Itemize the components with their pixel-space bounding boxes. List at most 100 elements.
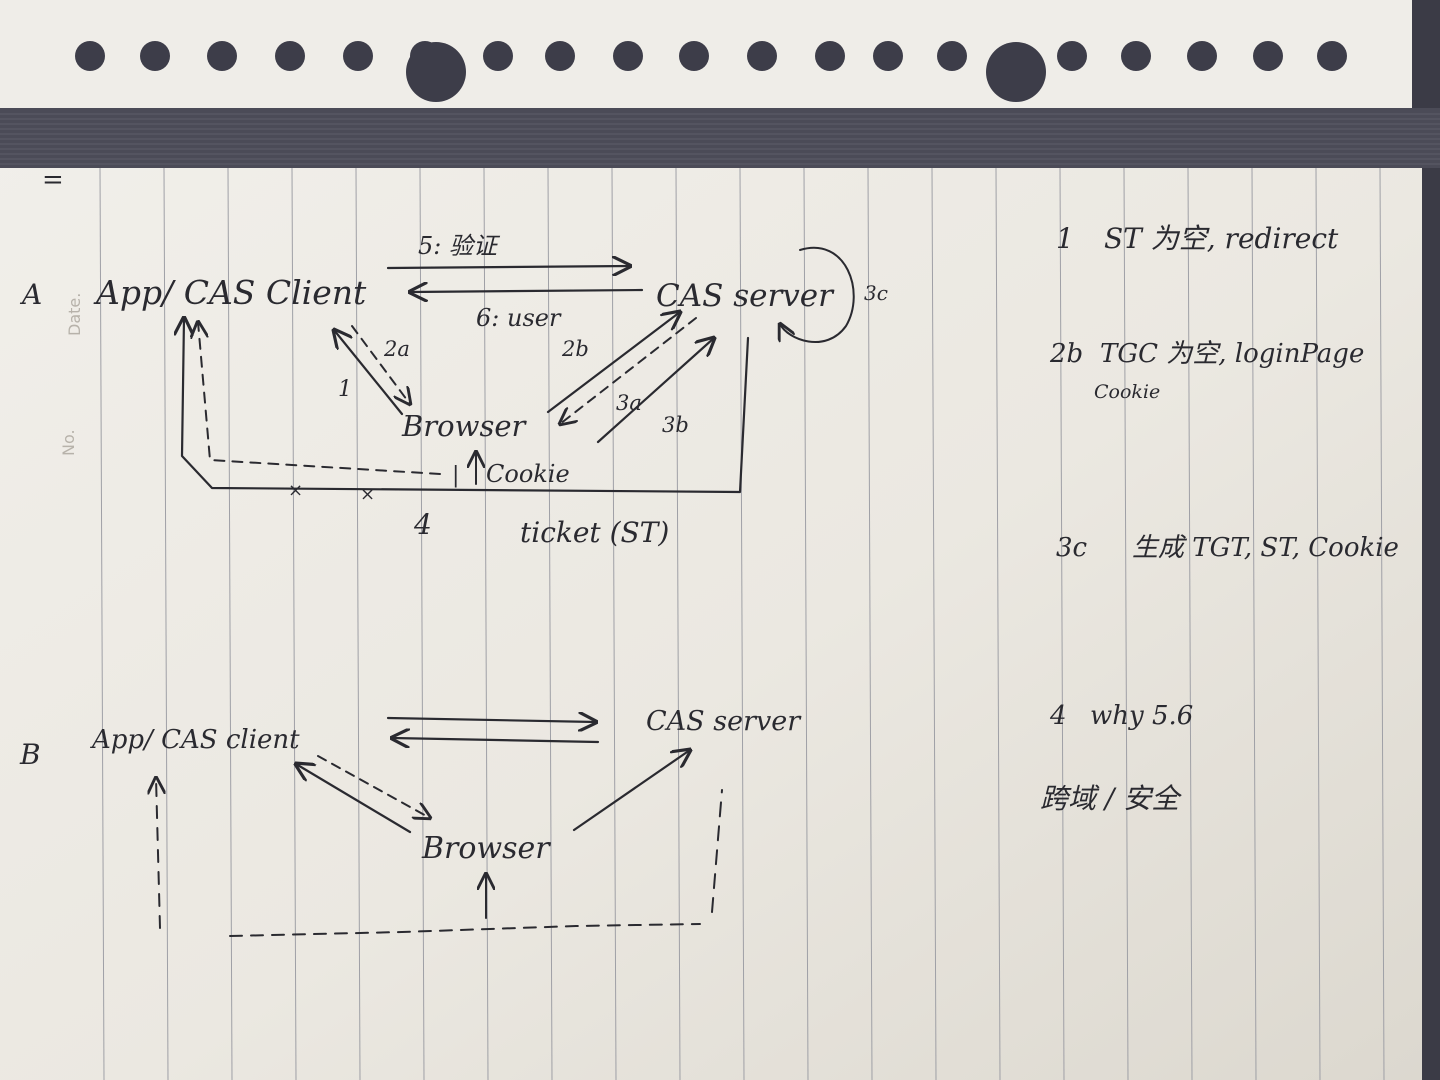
- a-edge-3a-arrow: [560, 317, 697, 424]
- diagram-a: A App/ CAS Client CAS server Browser 5: …: [19, 232, 888, 549]
- note-2-sub: Cookie: [1094, 381, 1160, 403]
- a-cookie-tick: |: [452, 463, 459, 488]
- a-edge-5-label: 5: 验证: [418, 232, 501, 260]
- ruled-line: [867, 167, 873, 1080]
- ruled-line: [227, 167, 233, 1080]
- a-edge-3b-arrow: [596, 338, 714, 444]
- note-2-key: 2b: [1049, 339, 1083, 369]
- punch-hole: [1057, 41, 1087, 71]
- punch-hole: [1121, 41, 1151, 71]
- punch-hole: [406, 42, 466, 102]
- a-edge-3c-loop: [780, 246, 855, 343]
- punch-hole: [275, 41, 305, 71]
- b-bottom-dashed-route: [229, 923, 701, 937]
- b-server-node: CAS server: [646, 706, 802, 737]
- punch-hole: [1253, 41, 1283, 71]
- b-browser-node: Browser: [421, 831, 551, 866]
- ruled-line: [739, 167, 745, 1080]
- b-left-dashed-up-arrow: [156, 778, 160, 929]
- notebook-page: [0, 116, 1422, 1080]
- section-b-label: B: [19, 738, 41, 771]
- a-cookie-label: Cookie: [486, 460, 570, 488]
- ruled-line: [1187, 167, 1193, 1080]
- punch-hole: [75, 41, 105, 71]
- b-browser-to-server-arrow: [572, 750, 690, 832]
- header-marks: =: [42, 165, 64, 195]
- a-edge-5-arrow: [386, 266, 630, 268]
- ruled-line: [1315, 167, 1321, 1080]
- a-edge-2b-arrow: [546, 312, 680, 414]
- a-ticket-label: ticket (ST): [520, 516, 669, 549]
- no-margin-label: No.: [59, 429, 78, 456]
- ruled-line: [931, 167, 937, 1080]
- punch-hole: [343, 41, 373, 71]
- ruled-line: [1059, 167, 1065, 1080]
- notes-footer: 跨域 / 安全: [1040, 782, 1182, 815]
- b-client-node: App/ CAS client: [90, 725, 300, 755]
- punch-hole: [1317, 41, 1347, 71]
- punch-hole: [1187, 41, 1217, 71]
- a-dashed-return-route: [198, 322, 441, 475]
- a-edge-4-ticket-route: [182, 318, 750, 494]
- section-a-label: A: [19, 278, 42, 311]
- a-client-node: App/ CAS Client: [93, 273, 367, 312]
- ruled-line: [803, 167, 809, 1080]
- a-edge-6-arrow: [410, 290, 644, 292]
- b-browser-to-client-arrow: [296, 764, 412, 834]
- punch-hole: [483, 41, 513, 71]
- a-browser-node: Browser: [401, 409, 528, 443]
- notes-column: 1 ST 为空, redirect 2b TGC 为空, loginPage C…: [1040, 222, 1399, 815]
- ruled-line: [483, 167, 489, 1080]
- a-route-cross-1: ×: [288, 480, 303, 501]
- punch-hole: [545, 41, 575, 71]
- punch-hole: [207, 41, 237, 71]
- ruled-line: [99, 167, 105, 1080]
- ruled-line: [355, 167, 361, 1080]
- a-edge-1-label: 1: [338, 377, 352, 402]
- date-margin-label: Date.: [65, 293, 84, 336]
- b-right-dashed-line: [711, 789, 723, 913]
- punch-hole: [815, 41, 845, 71]
- ruled-lines: [99, 167, 1385, 1080]
- punch-hole: [873, 41, 903, 71]
- punch-hole: [986, 42, 1046, 102]
- note-1-key: 1: [1056, 222, 1074, 255]
- a-edge-3a-label: 3a: [616, 391, 642, 415]
- a-edge-2a-label: 2a: [383, 337, 410, 361]
- ruled-line: [1123, 167, 1129, 1080]
- ruled-line: [1251, 167, 1257, 1080]
- diagram-b: B App/ CAS client CAS server Browser: [19, 706, 802, 937]
- note-4-key: 4: [1049, 701, 1067, 731]
- punched-strip: [0, 0, 1412, 108]
- punch-hole: [937, 41, 967, 71]
- note-4-text: why 5.6: [1090, 701, 1193, 731]
- ruled-line: [547, 167, 553, 1080]
- note-1-text: ST 为空, redirect: [1104, 222, 1339, 255]
- a-server-node: CAS server: [656, 278, 835, 314]
- b-server-to-client-arrow: [392, 738, 600, 742]
- elastic-band: [0, 108, 1440, 168]
- note-3-key: 3c: [1056, 533, 1088, 563]
- a-edge-3b-label: 3b: [662, 413, 689, 437]
- ruled-line: [419, 167, 425, 1080]
- b-client-to-server-arrow: [386, 718, 596, 722]
- a-edge-3c-label: 3c: [864, 281, 888, 305]
- a-edge-2b-label: 2b: [561, 337, 589, 361]
- ruled-line: [1379, 167, 1385, 1080]
- a-edge-2a-arrow: [351, 325, 410, 404]
- ruled-line: [163, 167, 169, 1080]
- punch-hole: [140, 41, 170, 71]
- ruled-line: [611, 167, 617, 1080]
- a-edge-6-label: 6: user: [476, 304, 562, 332]
- a-route-cross-2: ×: [360, 484, 375, 505]
- ruled-line: [291, 167, 297, 1080]
- note-2-text: TGC 为空, loginPage: [1100, 339, 1364, 369]
- punch-hole: [747, 41, 777, 71]
- a-edge-1-arrow: [334, 330, 404, 416]
- ruled-line: [995, 167, 1001, 1080]
- punch-hole: [613, 41, 643, 71]
- b-client-to-browser-arrow: [317, 755, 430, 818]
- note-3-text: 生成 TGT, ST, Cookie: [1132, 533, 1399, 563]
- a-edge-4-label: 4: [413, 508, 432, 541]
